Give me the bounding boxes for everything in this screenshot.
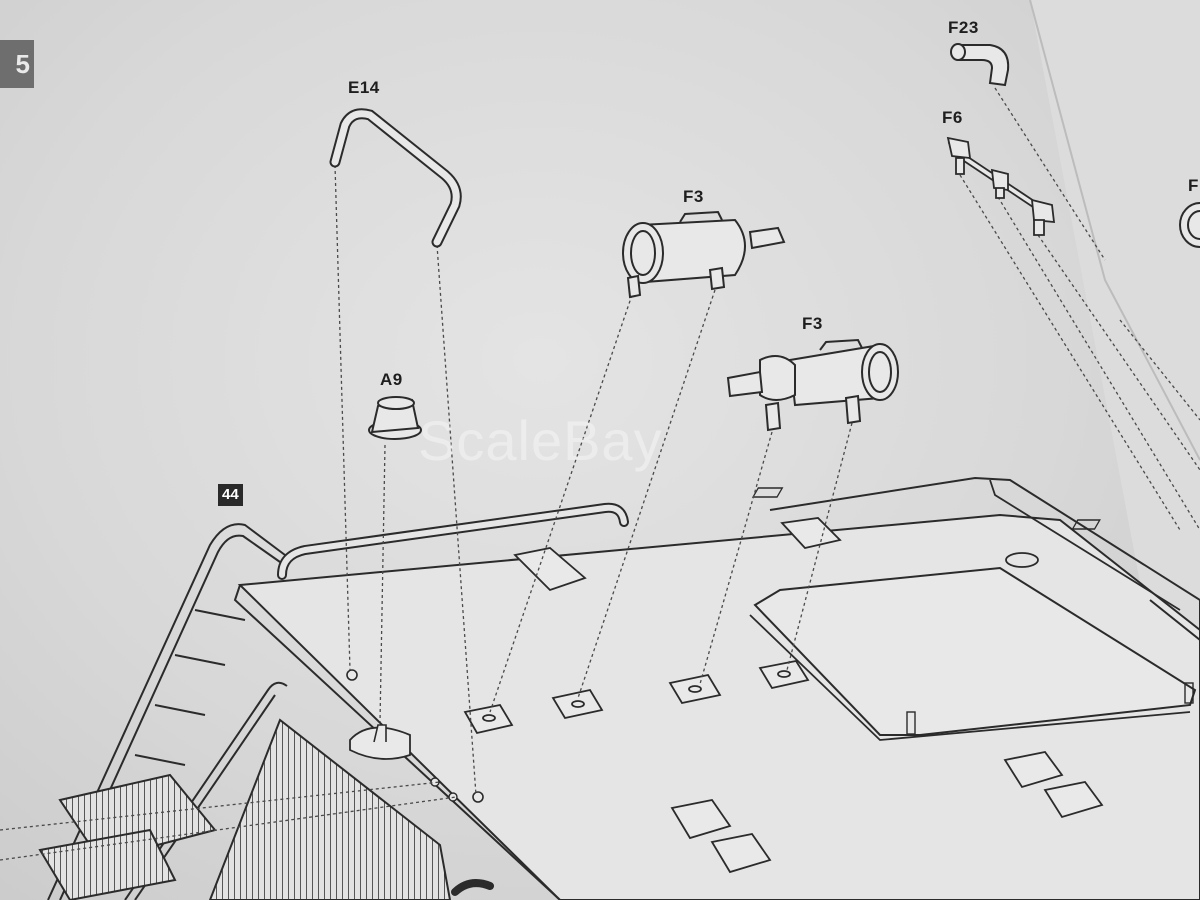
hatch-hinge — [906, 711, 916, 735]
mount-hole — [346, 669, 358, 681]
ladder — [38, 523, 288, 900]
assembly-guides — [0, 87, 1200, 861]
sheet-edge — [1029, 0, 1200, 461]
mount-hole — [430, 777, 440, 787]
deck-panel — [769, 476, 1200, 642]
part-label-f-partial: F — [1188, 176, 1199, 195]
deck-slot — [751, 487, 784, 498]
part-label-f23: F23 — [948, 18, 979, 37]
part-e14-handrail — [329, 108, 462, 248]
a9-post — [373, 724, 387, 743]
engine-grille — [208, 718, 452, 900]
previous-step-number: 5 — [0, 40, 34, 88]
mount-hole — [472, 791, 484, 803]
part-f3-upper-canister — [622, 210, 786, 299]
deck-slot — [1071, 519, 1101, 530]
part-f3-lower-canister — [726, 338, 899, 432]
grille-handle — [451, 879, 494, 896]
part-label-f3-lower: F3 — [802, 314, 823, 333]
deck-hook — [1005, 552, 1039, 568]
part-label-e14: E14 — [348, 78, 380, 97]
part-label-f6: F6 — [942, 108, 963, 127]
part-f-partial — [1179, 202, 1200, 248]
deck-panel-edge — [989, 479, 1181, 611]
part-label-f3-upper: F3 — [683, 187, 704, 206]
part-f23-elbow — [950, 43, 1010, 87]
part-label-a9: A9 — [380, 370, 403, 389]
hatch-hinge — [1184, 682, 1194, 704]
step-number-badge: 44 — [218, 484, 243, 506]
watermark: ScaleBay — [418, 409, 663, 472]
mounting-pads — [349, 517, 1104, 874]
part-a9-cap — [368, 396, 422, 440]
engine-hatch-lip — [749, 614, 1191, 741]
part-f6-bracket — [946, 136, 1056, 236]
